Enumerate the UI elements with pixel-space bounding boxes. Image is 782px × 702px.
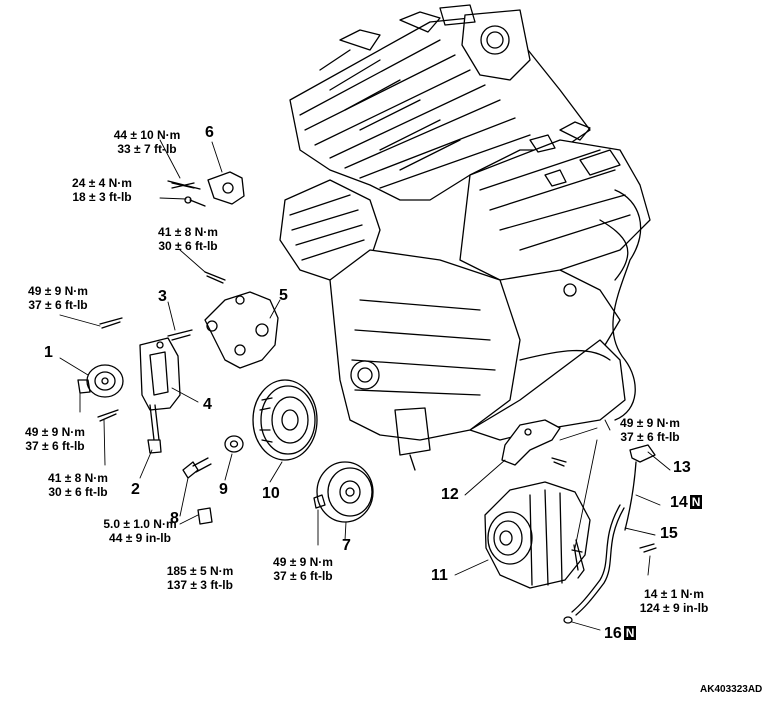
leader-lines [59,139,671,631]
torque-spec-10: 49 ± 9 N·m 37 ± 6 ft-lb [600,416,700,444]
torque-metric: 49 ± 9 N·m [25,425,85,439]
torque-metric: 44 ± 10 N·m [113,128,181,142]
callout-13: 13 [673,459,691,476]
torque-imperial: 124 ± 9 in-lb [639,601,709,615]
callout-12: 12 [441,486,459,503]
callout-14-number: 14 [670,494,688,511]
callout-15: 15 [660,525,678,542]
callout-4: 4 [203,396,212,413]
callout-1: 1 [44,344,53,361]
torque-spec-8: 185 ± 5 N·m 137 ± 3 ft-lb [148,564,252,592]
torque-imperial: 18 ± 3 ft-lb [72,190,132,204]
callout-8: 8 [170,510,179,527]
torque-imperial: 44 ± 9 in-lb [109,531,171,545]
callout-2: 2 [131,481,140,498]
torque-spec-7: 5.0 ± 1.0 N·m 44 ± 9 in-lb [85,517,195,545]
callout-16-number: 16 [604,625,622,642]
torque-metric: 5.0 ± 1.0 N·m [103,517,177,531]
torque-imperial: 33 ± 7 ft-lb [117,142,177,156]
torque-imperial: 30 ± 6 ft-lb [158,239,218,253]
part-8-drawing [182,457,213,525]
torque-spec-2: 24 ± 4 N·m 18 ± 3 ft-lb [52,176,152,204]
part-7-drawing [313,461,374,523]
torque-imperial: 37 ± 6 ft-lb [273,569,333,583]
oil-dipstick-drawing [563,444,657,624]
torque-metric: 41 ± 8 N·m [158,225,218,239]
callout-9: 9 [219,481,228,498]
part-9-drawing [224,435,244,453]
part-12-drawing [501,419,567,467]
callout-10: 10 [262,485,280,502]
new-part-badge: N [689,495,703,509]
torque-imperial: 37 ± 6 ft-lb [620,430,680,444]
callout-7: 7 [342,537,351,554]
torque-spec-4: 49 ± 9 N·m 37 ± 6 ft-lb [8,284,108,312]
torque-imperial: 30 ± 6 ft-lb [48,485,108,499]
torque-spec-3: 41 ± 8 N·m 30 ± 6 ft-lb [138,225,238,253]
part-4-bracket-drawing [139,337,181,411]
torque-metric: 49 ± 9 N·m [273,555,333,569]
part-11-drawing [484,481,591,589]
torque-metric: 24 ± 4 N·m [72,176,132,190]
part-10-drawing [252,379,318,461]
callout-5: 5 [279,287,288,304]
torque-imperial: 37 ± 6 ft-lb [28,298,88,312]
torque-metric: 49 ± 9 N·m [620,416,680,430]
torque-spec-5: 49 ± 9 N·m 37 ± 6 ft-lb [5,425,105,453]
torque-imperial: 37 ± 6 ft-lb [25,439,85,453]
torque-spec-9: 49 ± 9 N·m 37 ± 6 ft-lb [253,555,353,583]
part-5-bracket-drawing [167,271,279,369]
new-part-badge: N [623,626,637,640]
torque-imperial: 137 ± 3 ft-lb [167,578,233,592]
torque-spec-1: 44 ± 10 N·m 33 ± 7 ft-lb [95,128,199,156]
torque-spec-6: 41 ± 8 N·m 30 ± 6 ft-lb [28,471,128,499]
part-6-drawing [167,171,245,207]
part-2-drawing [147,404,162,454]
torque-metric: 49 ± 9 N·m [28,284,88,298]
torque-spec-11: 14 ± 1 N·m 124 ± 9 in-lb [618,587,730,615]
callout-6: 6 [205,124,214,141]
torque-metric: 41 ± 8 N·m [48,471,108,485]
figure-code: AK403323AD [700,684,763,695]
callout-3: 3 [158,288,167,305]
part-1-pulley-drawing [77,317,124,422]
torque-metric: 14 ± 1 N·m [644,587,704,601]
engine-block-drawing [279,4,651,471]
torque-metric: 185 ± 5 N·m [166,564,234,578]
callout-11: 11 [431,567,448,584]
